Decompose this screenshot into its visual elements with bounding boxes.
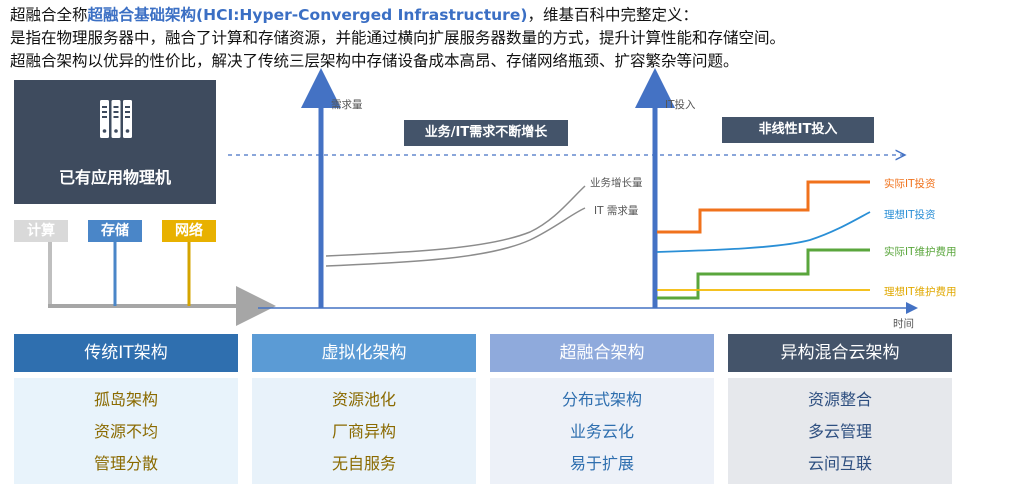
column-hyper-converged: 超融合架构 分布式架构 业务云化 易于扩展	[490, 334, 714, 484]
tag-compute: 计算	[14, 220, 68, 242]
column-title: 虚拟化架构	[252, 334, 476, 372]
list-item: 易于扩展	[569, 454, 634, 473]
it-demand-curve	[325, 207, 586, 267]
column-items: 资源池化 厂商异构 无自服务	[252, 378, 476, 484]
intro-line-3: 超融合架构以优异的性价比，解决了传统三层架构中存储设备成本高昂、存储网络瓶颈、扩…	[10, 52, 739, 70]
list-item: 业务云化	[569, 422, 634, 441]
series-label-ideal-it: 理想IT投资	[884, 209, 936, 221]
list-item: 管理分散	[93, 454, 158, 473]
list-item: 资源不均	[93, 422, 158, 441]
banner-nonlinear-it: 非线性IT投入	[722, 117, 874, 143]
column-items: 分布式架构 业务云化 易于扩展	[490, 378, 714, 484]
list-item: 厂商异构	[331, 422, 396, 441]
column-title: 异构混合云架构	[728, 334, 952, 372]
server-rack-icon	[100, 100, 132, 138]
intro-line-2: 是指在物理服务器中，融合了计算和存储资源，并能通过横向扩展服务器数量的方式，提升…	[10, 29, 786, 47]
demand-axis-label: 需求量	[331, 99, 363, 111]
column-items: 资源整合 多云管理 云间互联	[728, 378, 952, 484]
column-traditional-it: 传统IT架构 孤岛架构 资源不均 管理分散	[14, 334, 238, 484]
it-axis-label: IT投入	[665, 99, 696, 111]
list-item: 资源池化	[331, 390, 396, 409]
business-growth-curve	[325, 185, 586, 257]
list-item: 无自服务	[331, 454, 396, 473]
intro-suffix: ，维基百科中完整定义：	[527, 6, 698, 24]
banner-demand-growth: 业务/IT需求不断增长	[404, 120, 568, 146]
legacy-server-box: 已有应用物理机	[14, 80, 216, 204]
series-label-actual-maint: 实际IT维护费用	[884, 246, 957, 258]
actual-it-investment-line	[657, 180, 870, 234]
list-item: 资源整合	[807, 390, 872, 409]
list-item: 孤岛架构	[93, 390, 158, 409]
it-demand-label: IT 需求量	[594, 205, 639, 217]
time-axis-label: 时间	[893, 318, 914, 330]
column-title: 超融合架构	[490, 334, 714, 372]
legacy-box-label: 已有应用物理机	[58, 168, 171, 187]
series-label-actual-it: 实际IT投资	[884, 178, 936, 190]
tag-network: 网络	[162, 220, 216, 242]
business-growth-label: 业务增长量	[590, 177, 643, 189]
ideal-it-investment-line	[656, 211, 871, 253]
actual-maintenance-line	[657, 248, 870, 300]
tag-storage: 存储	[88, 220, 142, 242]
list-item: 云间互联	[807, 454, 872, 473]
intro-line-1: 超融合全称超融合基础架构(HCI:Hyper-Converged Infrast…	[10, 5, 698, 25]
series-label-ideal-maint: 理想IT维护费用	[884, 286, 957, 298]
intro-highlight: 超融合基础架构(HCI:Hyper-Converged Infrastructu…	[87, 6, 528, 24]
column-hybrid-cloud: 异构混合云架构 资源整合 多云管理 云间互联	[728, 334, 952, 484]
intro-prefix: 超融合全称	[10, 6, 88, 24]
column-items: 孤岛架构 资源不均 管理分散	[14, 378, 238, 484]
list-item: 分布式架构	[561, 390, 642, 409]
list-item: 多云管理	[807, 422, 872, 441]
column-title: 传统IT架构	[14, 334, 238, 372]
column-virtualization: 虚拟化架构 资源池化 厂商异构 无自服务	[252, 334, 476, 484]
